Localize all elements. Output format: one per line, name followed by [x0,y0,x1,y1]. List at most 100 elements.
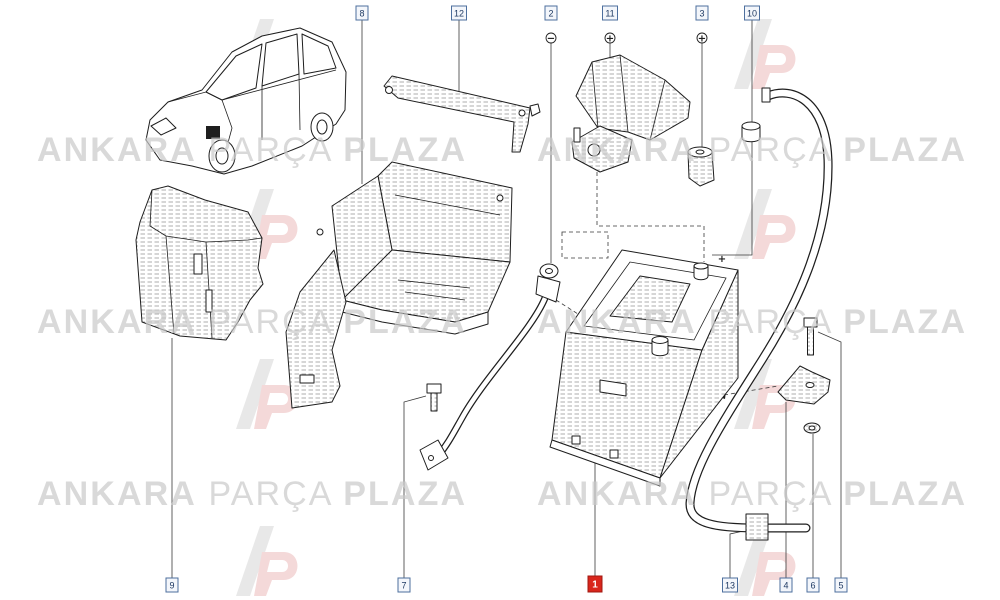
callout-label[interactable]: 6 [810,581,815,591]
car-battery-location [206,126,220,139]
negative-polarity-symbol: − [545,32,557,45]
callout-box[interactable] [397,577,411,593]
car-rear-window [301,33,337,75]
negative-cable-ring-hole [545,268,553,274]
callout-11[interactable]: 11 [602,5,618,21]
callout-box[interactable] [779,577,793,593]
clamp-bracket-hole [805,382,815,388]
car-rear-hub [316,119,328,135]
negative-cable-lug-hole [428,455,434,461]
callout-2[interactable]: 2 [544,5,558,21]
ap-logo-watermark [236,526,298,596]
terminal-clamp-nut [587,143,601,157]
callout-box[interactable] [451,5,467,21]
car-headlight [150,117,177,136]
battery-terminal-positive-top [693,262,709,270]
car-panel-lines [167,69,337,151]
callout-label[interactable]: 3 [699,9,704,19]
callout-label[interactable]: 7 [401,581,406,591]
callout-label[interactable]: 4 [783,581,788,591]
part-2-negative-cable [419,263,561,471]
callout-8[interactable]: 8 [355,5,369,21]
part-7-bolt [426,383,442,412]
callout-4[interactable]: 4 [779,577,793,593]
terminal-cover-body [575,54,691,141]
tray-back-wall [377,161,513,263]
callout-12[interactable]: 12 [451,5,467,21]
callout-box[interactable] [602,5,618,21]
battery-positive-mark: + [718,254,726,265]
polarity-sign: − [547,34,555,45]
assembly-dashed-line [596,172,705,262]
part-1-battery: + [549,249,739,487]
terminal-nut-hole [695,149,705,155]
watermark-text: ANKARA PARÇA PLAZA [37,131,465,169]
callout-1[interactable]: 1 [587,575,603,593]
tray-hole [316,228,324,236]
part-8-battery-tray [285,161,513,409]
watermark-word: PLAZA [343,303,465,341]
callout-box[interactable] [544,5,558,21]
part-12-hold-down-bracket [383,75,541,153]
bracket-tab [529,103,541,117]
polarity-sign: + [698,34,706,45]
callout-label[interactable]: 12 [454,9,464,19]
callout-7[interactable]: 7 [397,577,411,593]
callout-box[interactable] [587,575,603,593]
watermark-text: ANKARA PARÇA PLAZA [537,475,965,513]
battery-foot [609,449,619,459]
watermark-word: ANKARA [37,131,195,169]
callout-5[interactable]: 5 [834,577,848,593]
callout-box[interactable] [806,577,820,593]
terminal-clamp [571,125,633,173]
callout-box[interactable] [722,577,738,593]
watermark-word: PLAZA [343,475,465,513]
watermark-word: PARÇA [208,131,331,169]
part-13-vent-hose [685,87,833,541]
callout-label[interactable]: 9 [169,581,174,591]
part-9-side-panel [135,185,264,341]
callout-label[interactable]: 13 [725,581,735,591]
callout-6[interactable]: 6 [806,577,820,593]
bolt-shaft [430,392,438,412]
callout-box[interactable] [834,577,848,593]
watermark-word: PARÇA [708,303,831,341]
callout-box[interactable] [744,5,760,21]
callout-label[interactable]: 2 [548,9,553,19]
leader-lines [171,20,842,578]
leader-line-7 [403,395,427,578]
assembly-dashed-line [723,385,779,396]
callout-9[interactable]: 9 [165,577,179,593]
side-panel-slot [205,289,213,313]
watermark-word: PLAZA [843,303,965,341]
terminal-clamp-body [571,125,633,173]
bracket-bolt [385,86,393,94]
callout-13[interactable]: 13 [722,577,738,593]
vent-cap-top [741,121,761,131]
watermark-word: PLAZA [843,131,965,169]
callout-label[interactable]: 10 [747,9,757,19]
callout-label[interactable]: 1 [592,580,598,591]
part-6-washer [803,422,821,434]
leader-line-5 [817,331,842,578]
callout-10[interactable]: 10 [744,5,760,21]
callout-3[interactable]: 3 [695,5,709,21]
tray-hole [496,194,504,202]
callout-box[interactable] [695,5,709,21]
polarity-circle [545,32,557,44]
positive-polarity-symbol: + [696,32,708,45]
callout-label[interactable]: 11 [605,9,614,19]
vent-hose-end [761,87,771,103]
callout-label[interactable]: 5 [838,581,843,591]
vent-hose-clip [745,513,769,541]
watermark-word: ANKARA [537,475,695,513]
ap-logo-watermark [734,189,796,259]
polarity-sign: + [606,34,614,45]
negative-cable-clamp [535,275,561,303]
part-10-vent-cap [741,121,761,143]
callout-label[interactable]: 8 [359,9,364,19]
callout-box[interactable] [355,5,369,21]
tray-support-leg [285,249,347,409]
terminal-clamp-stud [573,127,581,143]
callout-box[interactable] [165,577,179,593]
